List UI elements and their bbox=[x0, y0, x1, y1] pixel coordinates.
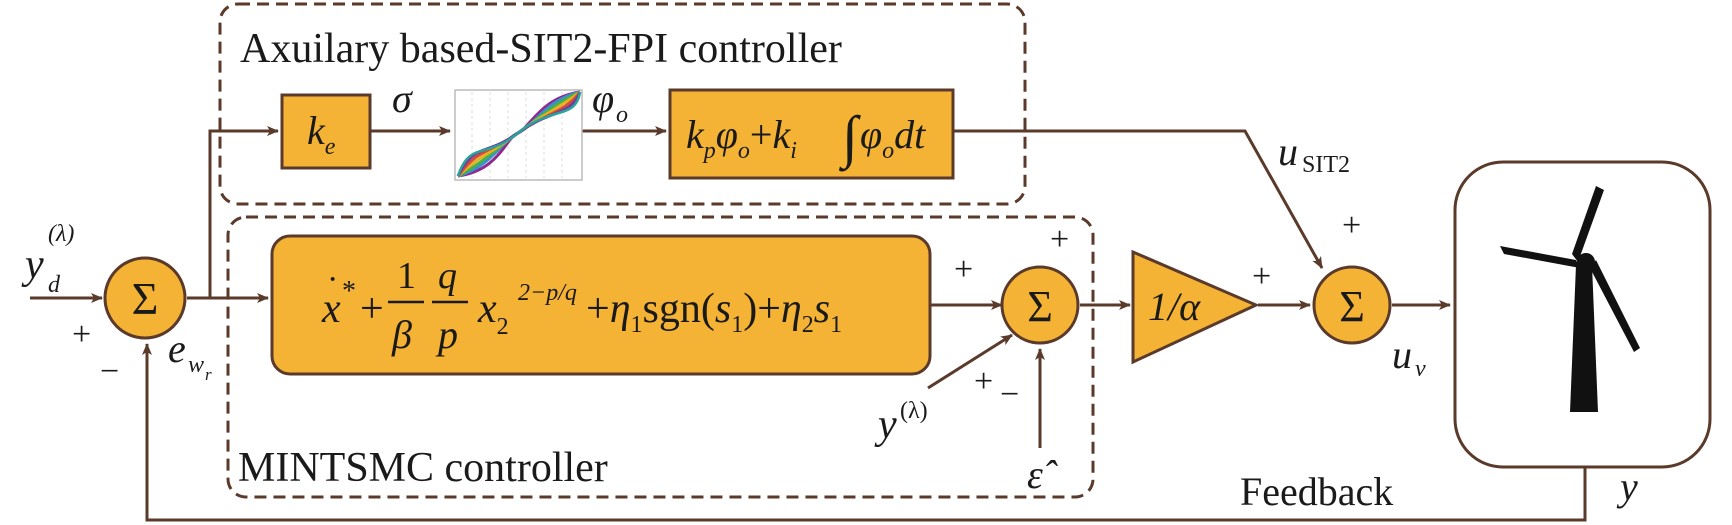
sign-sum1-plus: + bbox=[72, 316, 91, 353]
mintsmc-controller-title: MINTSMC controller bbox=[238, 445, 608, 491]
svg-text:u: u bbox=[1392, 332, 1412, 377]
svg-text:q: q bbox=[438, 255, 457, 297]
sign-sum2-plus-bottom: + bbox=[974, 363, 993, 400]
svg-text:φodt: φodt bbox=[860, 112, 926, 164]
svg-text:x: x bbox=[321, 286, 341, 332]
svg-text:β: β bbox=[391, 312, 412, 357]
svg-text:*: * bbox=[342, 276, 356, 307]
svg-text:r: r bbox=[205, 365, 212, 384]
feedback-label: Feedback bbox=[1240, 469, 1393, 514]
fuzzy-surface-block bbox=[454, 89, 583, 181]
sum-symbol-error: Σ bbox=[132, 273, 159, 324]
summing-junction-error bbox=[103, 256, 187, 340]
sign-sum2-plus-left: + bbox=[954, 251, 973, 288]
eps-hat-signal-label: ε̂ bbox=[1027, 452, 1058, 497]
output-signal-label: y bbox=[1616, 464, 1638, 509]
sum-symbol-total: Σ bbox=[1339, 282, 1365, 331]
svg-text:e: e bbox=[168, 326, 186, 371]
u-sit2-signal-label: u SIT2 bbox=[1278, 129, 1350, 178]
svg-text:1: 1 bbox=[397, 255, 416, 297]
svg-text:u: u bbox=[1278, 129, 1298, 174]
svg-text:p: p bbox=[435, 312, 458, 357]
sign-sum3-plus-left: + bbox=[1252, 258, 1271, 295]
mintsmc-expression: x · * + 1 β q p x2 2−p/q +η1sgn(s1)+η2s1 bbox=[321, 255, 842, 357]
sum-symbol-control: Σ bbox=[1027, 282, 1053, 331]
mintsmc-controller-group bbox=[226, 215, 1095, 499]
svg-text:SIT2: SIT2 bbox=[1302, 152, 1350, 178]
wire-pi-to-sum3 bbox=[953, 129, 1324, 269]
svg-text:o: o bbox=[616, 102, 628, 128]
svg-text:+: + bbox=[360, 286, 384, 332]
gain-alpha-block bbox=[1131, 249, 1260, 365]
sign-sum1-minus: − bbox=[100, 353, 119, 390]
sign-sum2-plus-top: + bbox=[1050, 221, 1069, 258]
svg-text:d: d bbox=[48, 272, 61, 298]
svg-text:(λ): (λ) bbox=[48, 221, 74, 247]
summing-junction-control bbox=[1000, 265, 1080, 345]
svg-text:∫: ∫ bbox=[838, 104, 861, 172]
wire-feedback bbox=[142, 343, 1587, 522]
svg-text:(λ): (λ) bbox=[900, 398, 928, 424]
auxiliary-controller-title: Axuilary based-SIT2-FPI controller bbox=[240, 26, 842, 72]
auxiliary-controller-group bbox=[218, 2, 1027, 206]
gain-ke-block bbox=[280, 93, 372, 170]
y-lambda-signal-label: y (λ) bbox=[874, 398, 928, 448]
svg-text:·: · bbox=[327, 261, 338, 298]
wire-ylambda-to-sum2 bbox=[927, 333, 1013, 390]
sign-sum2-minus: − bbox=[1000, 376, 1019, 413]
pi-expression: kpφo+ki ∫ φodt bbox=[686, 104, 926, 172]
pi-block bbox=[668, 88, 955, 180]
error-signal-label: e w r bbox=[168, 326, 212, 384]
svg-text:y: y bbox=[874, 402, 897, 448]
svg-text:+η1sgn(s1)+η2s1: +η1sgn(s1)+η2s1 bbox=[586, 286, 842, 338]
sigma-signal-label: σ bbox=[392, 76, 413, 121]
svg-text:y: y bbox=[21, 242, 44, 288]
svg-text:v: v bbox=[1415, 356, 1426, 382]
wire-branch-to-ke bbox=[208, 126, 279, 298]
svg-text:2−p/q: 2−p/q bbox=[518, 280, 577, 306]
svg-text:w: w bbox=[188, 352, 204, 378]
gain-alpha-label: 1/α bbox=[1148, 284, 1201, 329]
phi-signal-label: φ o bbox=[592, 76, 628, 128]
wind-turbine-icon bbox=[1500, 186, 1640, 412]
summing-junction-total bbox=[1312, 265, 1392, 345]
svg-text:φ: φ bbox=[592, 76, 614, 121]
u-v-signal-label: u v bbox=[1392, 332, 1426, 382]
sign-sum3-plus-top: + bbox=[1342, 207, 1361, 244]
reference-signal-label: y d (λ) bbox=[21, 221, 74, 298]
mintsmc-block bbox=[270, 234, 932, 376]
